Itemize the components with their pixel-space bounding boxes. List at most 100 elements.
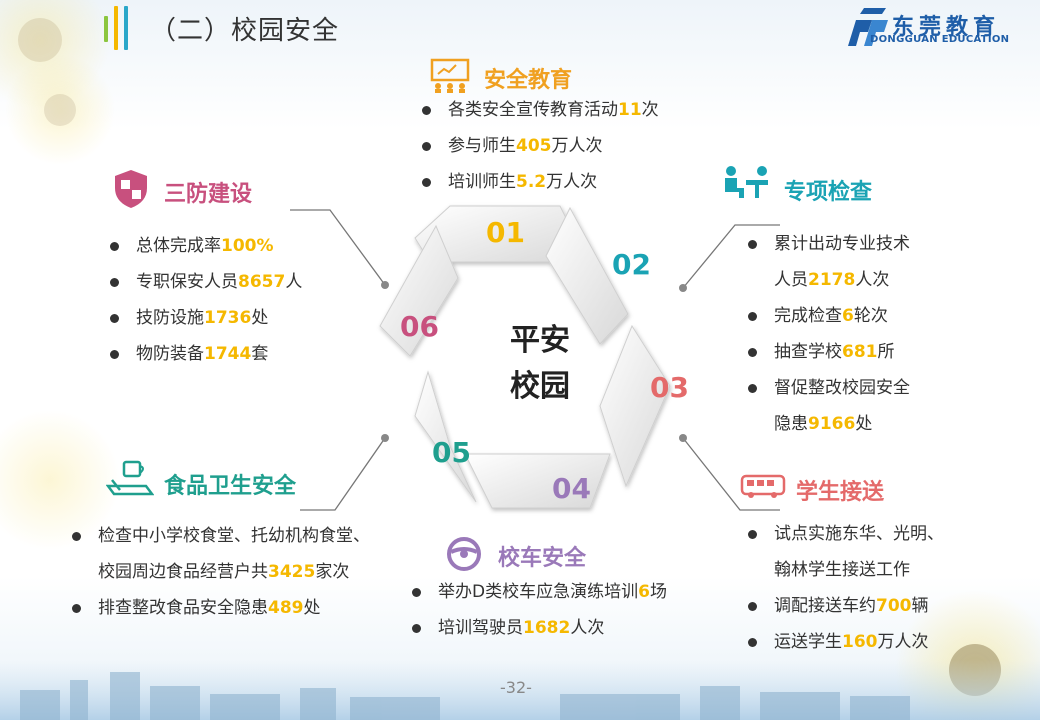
center-label-line2: 校园	[510, 369, 570, 404]
hex-number-01: 01	[486, 216, 525, 249]
item-text: 专职保安人员	[136, 272, 238, 292]
section-title-defense: 三防建设	[164, 182, 253, 207]
item-unit: 所	[877, 342, 895, 362]
food-tray-icon	[106, 460, 154, 496]
item-highlight-value: 11	[618, 100, 642, 120]
food-list: 检查中小学校食堂、托幼机构食堂、校园周边食品经营户共3425家次排查整改食品安全…	[70, 518, 370, 626]
item-text: 排查整改食品安全隐患	[98, 598, 268, 618]
item-highlight-value: 6	[638, 582, 650, 602]
section-title-education: 安全教育	[484, 68, 573, 93]
food-item: 检查中小学校食堂、托幼机构食堂、	[70, 518, 370, 554]
item-text: 人员	[774, 270, 808, 290]
inspection-item: 完成检查6轮次	[746, 298, 910, 334]
item-text: 试点实施东华、光明、	[774, 524, 944, 544]
item-unit: 场	[649, 582, 667, 602]
section-title-schoolbus: 校车安全	[498, 546, 587, 571]
inspection-item: 督促整改校园安全	[746, 370, 910, 406]
schoolbus-item: 举办D类校车应急演练培训6场	[410, 574, 667, 610]
defense-item: 技防设施1736处	[108, 300, 302, 336]
item-highlight-value: 405	[516, 136, 552, 156]
item-text: 物防装备	[136, 344, 204, 364]
inspection-icon	[725, 166, 768, 198]
logo-icon	[848, 8, 888, 46]
item-unit: 辆	[911, 596, 929, 616]
presentation-icon	[430, 58, 470, 93]
inspection-item: 隐患9166处	[746, 406, 910, 442]
item-unit: 家次	[315, 562, 350, 582]
transport-item: 调配接送车约700辆	[746, 588, 944, 624]
item-highlight-value: 1682	[523, 618, 571, 638]
inspection-item: 累计出动专业技术	[746, 226, 910, 262]
item-unit: 人次	[855, 270, 890, 290]
page-title: （二）校园安全	[150, 16, 340, 46]
item-highlight-value: 681	[842, 342, 878, 362]
defense-item: 总体完成率100%	[108, 228, 302, 264]
item-text: 培训师生	[448, 172, 516, 192]
page-number: -32-	[500, 678, 532, 697]
title-accent-bars	[104, 6, 134, 50]
defense-item: 专职保安人员8657人	[108, 264, 302, 300]
hex-segment-06	[379, 224, 459, 357]
item-unit: 处	[855, 414, 873, 434]
city-skyline	[20, 672, 910, 720]
education-item: 参与师生405万人次	[420, 128, 659, 164]
schoolbus-item: 培训驾驶员1682人次	[410, 610, 667, 646]
logo-subtitle: DONGGUAN EDUCATION	[870, 34, 1010, 45]
inspection-item: 抽查学校681所	[746, 334, 910, 370]
hex-segment-01	[414, 205, 589, 263]
inspection-item: 人员2178人次	[746, 262, 910, 298]
hex-segment-02	[545, 206, 629, 345]
hex-number-05: 05	[432, 436, 471, 469]
education-item: 各类安全宣传教育活动11次	[420, 92, 659, 128]
defense-item: 物防装备1744套	[108, 336, 302, 372]
transport-item: 翰林学生接送工作	[746, 552, 944, 588]
item-text: 培训驾驶员	[438, 618, 523, 638]
education-item: 培训师生5.2万人次	[420, 164, 659, 200]
item-unit: 万人次	[551, 136, 603, 156]
item-unit: 万人次	[877, 632, 929, 652]
item-highlight-value: 8657	[238, 272, 286, 292]
item-highlight-value: 2178	[808, 270, 856, 290]
item-unit: 轮次	[853, 306, 888, 326]
transport-list: 试点实施东华、光明、翰林学生接送工作调配接送车约700辆运送学生160万人次	[746, 516, 944, 660]
item-text: 翰林学生接送工作	[774, 560, 910, 580]
section-title-transport: 学生接送	[796, 480, 885, 505]
item-highlight-value: 1736	[204, 308, 252, 328]
hex-segment-05	[414, 370, 477, 503]
item-text: 督促整改校园安全	[774, 378, 910, 398]
item-unit: 处	[303, 598, 321, 618]
food-item: 校园周边食品经营户共3425家次	[70, 554, 370, 590]
hex-segment-04	[464, 453, 611, 509]
item-unit: 套	[251, 344, 269, 364]
hex-number-06: 06	[400, 310, 439, 343]
item-text: 抽查学校	[774, 342, 842, 362]
safety-cycle-diagram	[379, 205, 671, 509]
hex-segment-03	[599, 324, 671, 488]
item-text: 累计出动专业技术	[774, 234, 910, 254]
item-text: 总体完成率	[136, 236, 221, 256]
item-text: 隐患	[774, 414, 808, 434]
steering-wheel-icon	[447, 537, 481, 571]
shield-icon	[115, 170, 147, 208]
hex-number-02: 02	[612, 248, 651, 281]
hex-number-04: 04	[552, 472, 591, 505]
item-text: 举办D类校车应急演练培训	[438, 582, 639, 602]
item-highlight-value: 160	[842, 632, 878, 652]
item-highlight-value: 100%	[221, 236, 274, 256]
item-text: 技防设施	[136, 308, 204, 328]
food-item: 排查整改食品安全隐患489处	[70, 590, 370, 626]
item-text: 检查中小学校食堂、托幼机构食堂、	[98, 526, 370, 546]
item-highlight-value: 489	[268, 598, 304, 618]
item-text: 调配接送车约	[774, 596, 876, 616]
item-highlight-value: 5.2	[516, 172, 547, 192]
defense-list: 总体完成率100%专职保安人员8657人技防设施1736处物防装备1744套	[108, 228, 302, 372]
center-label-line1: 平安	[510, 323, 570, 358]
item-unit: 人次	[570, 618, 605, 638]
item-text: 参与师生	[448, 136, 516, 156]
item-highlight-value: 3425	[268, 562, 316, 582]
item-text: 校园周边食品经营户共	[98, 562, 268, 582]
education-list: 各类安全宣传教育活动11次参与师生405万人次培训师生5.2万人次	[420, 92, 659, 200]
